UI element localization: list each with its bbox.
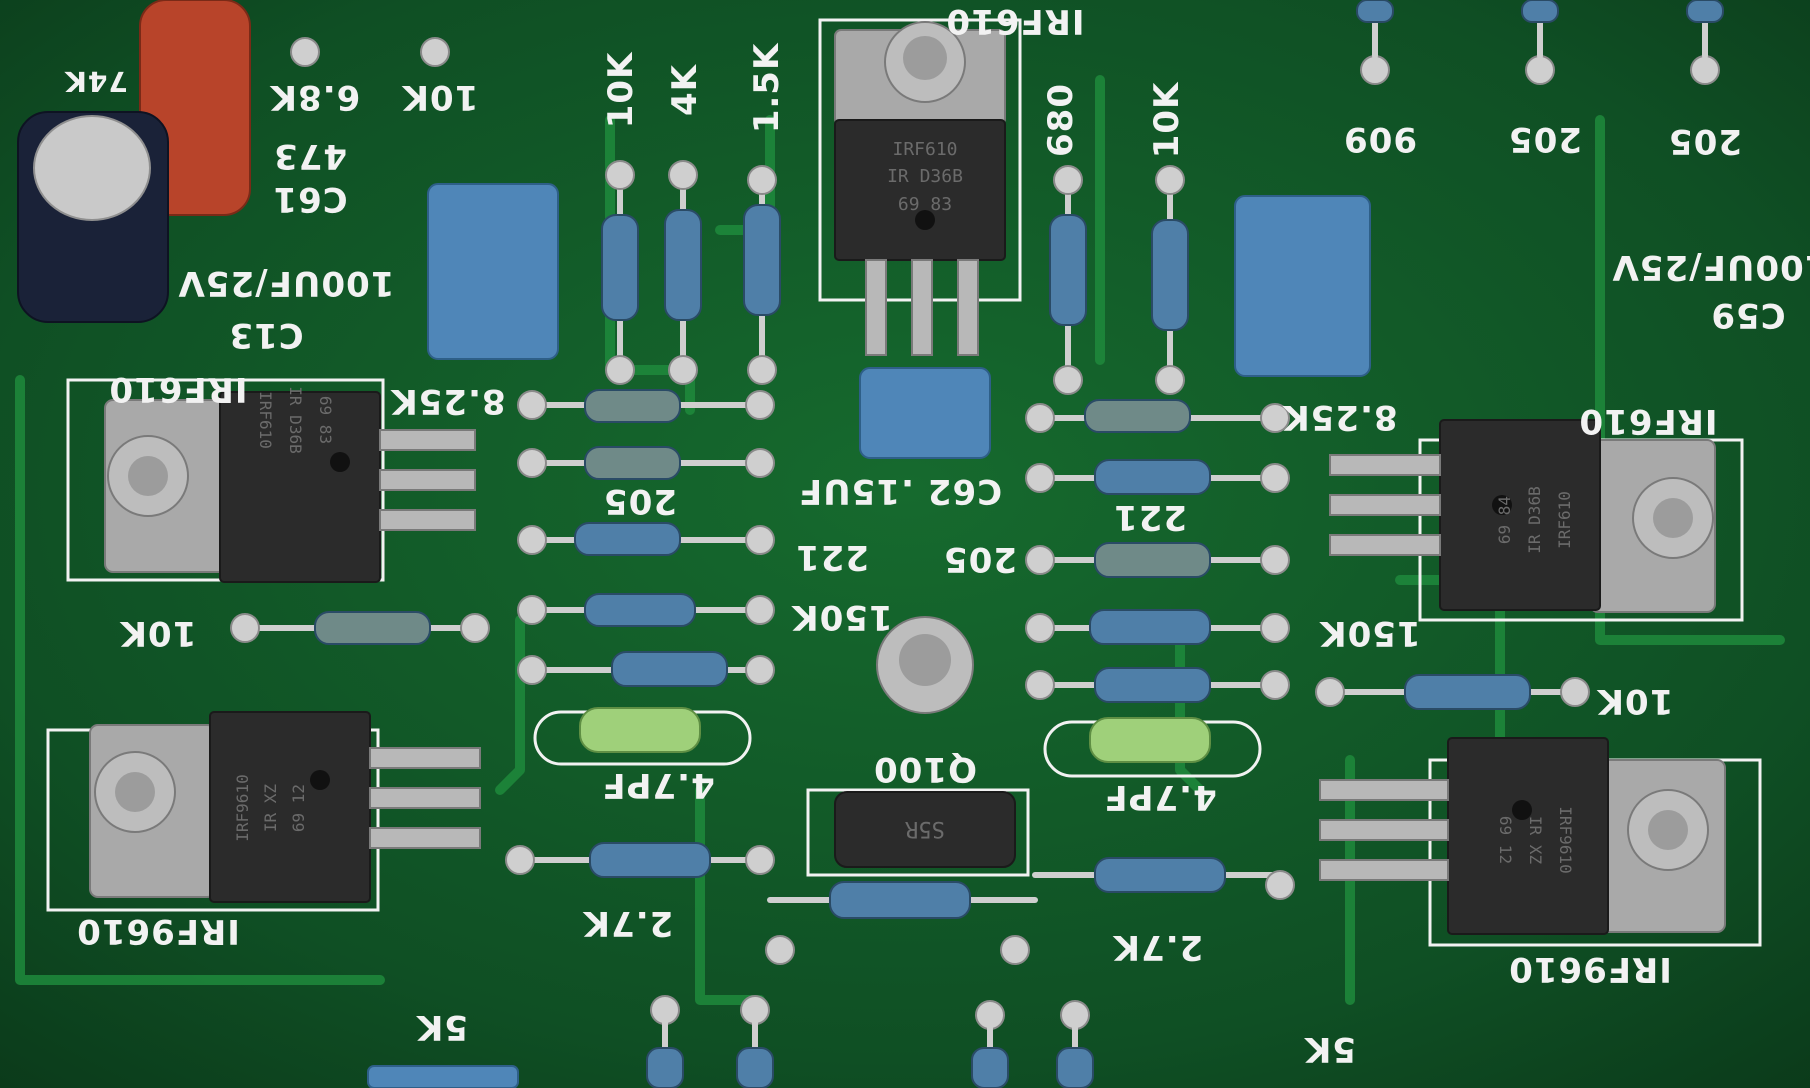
label-r-221-right: 221 [1113, 497, 1187, 537]
label-r-5k-left: 5K [415, 1007, 468, 1047]
silkscreen-text: IRF610 6.8K 10K 74K 473 C61 100UF/25V C1… [64, 1, 1810, 1069]
blue-capacitor-c62 [859, 367, 991, 459]
label-c62: C62 .15UF [798, 471, 1002, 511]
marking-right-lower-3: 69 12 [1496, 816, 1515, 864]
label-r-221-left: 221 [795, 537, 869, 577]
label-r-150k-right: 150K [1319, 613, 1421, 653]
marking-right-upper-1: IRF610 [1555, 491, 1574, 549]
label-c61-value: 473 [273, 136, 347, 176]
label-c59-ref: C59 [1710, 295, 1785, 335]
marking-left-lower-1: IRF9610 [233, 774, 252, 841]
label-r-5k-right: 5K [1303, 1029, 1356, 1069]
label-c13-ref: C13 [228, 315, 303, 355]
marking-right-upper-2: IR D36B [1525, 486, 1544, 553]
pad-row-top [290, 0, 1724, 85]
label-r-10k-left-mid: 10K [119, 613, 196, 653]
label-r-680: 680 [1041, 83, 1081, 157]
label-r-10k-vertical-left: 10K [601, 51, 641, 128]
label-r-205-top-right: 205 [1668, 121, 1742, 161]
marking-left-upper-3: 69 83 [316, 396, 335, 444]
label-r-205-left: 205 [603, 481, 677, 521]
vertical-resistors-right [1049, 165, 1189, 395]
label-irf9610-right: IRF9610 [1508, 949, 1672, 989]
label-top-irf610: IRF610 [945, 1, 1084, 41]
chip-markings: IRF610 IR D36B 69 83 IRF610 IR D36B 69 8… [233, 139, 1575, 874]
label-irf610-left: IRF610 [108, 369, 247, 409]
marking-right-lower-1: IRF9610 [1556, 806, 1575, 873]
label-r-10k-top-left: 10K [401, 77, 478, 117]
blue-capacitor-right [1234, 195, 1371, 377]
irf610-left-upper [66, 378, 476, 583]
label-irf9610-left: IRF9610 [76, 911, 240, 951]
label-r-6-8k: 6.8K [269, 77, 360, 117]
label-c13-value: 100UF/25V [178, 263, 395, 303]
marking-left-lower-3: 69 12 [289, 784, 308, 832]
irf610-center-top [818, 18, 1022, 356]
horizontal-resistors-right [767, 399, 1590, 919]
transistor-q100 [806, 788, 1030, 877]
label-r-205-right: 205 [943, 539, 1017, 579]
marking-center-top-2: IR D36B [887, 166, 963, 187]
label-r-10k-vertical-right: 10K [1147, 81, 1187, 158]
bottom-row-components [367, 935, 1094, 1088]
label-r-4k: 4K [665, 63, 705, 116]
label-r-150k-left: 150K [791, 597, 893, 637]
label-r-909: 909 [1343, 119, 1417, 159]
label-irf610-right: IRF610 [1578, 401, 1717, 441]
irf9610-right-lower [1319, 737, 1762, 947]
marking-center-top-1: IRF610 [892, 139, 957, 160]
label-r-2-7k-right: 2.7K [1112, 927, 1203, 967]
label-q100: Q100 [873, 749, 977, 789]
center-screw [876, 616, 974, 714]
label-c61-ref: C61 [272, 179, 347, 219]
blue-capacitor-left [427, 183, 559, 360]
marking-left-upper-1: IRF610 [256, 391, 275, 449]
label-r-10k-right-mid: 10K [1596, 681, 1673, 721]
label-r-205-top-mid: 205 [1508, 119, 1582, 159]
irf9610-left-lower [46, 711, 481, 912]
horizontal-resistors-left [230, 389, 775, 878]
marking-q100: S5R [904, 816, 944, 841]
marking-left-lower-2: IR XZ [261, 784, 280, 833]
ceramic-capacitor-4-7pf-right [1043, 717, 1262, 778]
marking-left-upper-2: IR D36B [286, 386, 305, 453]
irf610-right-upper [1329, 419, 1744, 622]
marking-right-lower-2: IR XZ [1526, 816, 1545, 865]
label-r-1-5k: 1.5K [747, 42, 787, 133]
label-4-7pf-left: 4.7PF [601, 765, 714, 805]
label-4-7pf-right: 4.7PF [1103, 777, 1216, 817]
label-r-2-7k-left: 2.7K [582, 903, 673, 943]
label-r-74k: 74K [64, 65, 128, 98]
label-c59-value: 100UF/25V [1612, 247, 1810, 287]
ceramic-capacitor-4-7pf-left [533, 707, 752, 766]
label-r-8-25k-right: 8.25K [1282, 397, 1398, 437]
label-r-8-25k-left: 8.25K [390, 381, 506, 421]
marking-right-upper-3: 69 84 [1495, 496, 1514, 544]
vertical-resistors-left [601, 160, 781, 385]
marking-center-top-3: 69 83 [898, 194, 952, 215]
electrolytic-capacitor-c13 [17, 111, 169, 323]
